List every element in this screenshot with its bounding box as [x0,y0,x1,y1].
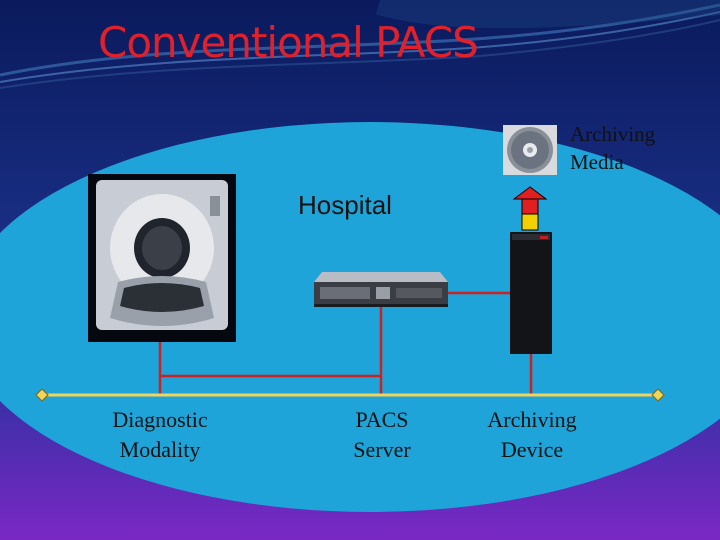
upload-arrow-icon [512,186,548,231]
archive-media-disc-image [503,125,557,175]
archive-label-line2: Device [500,437,564,462]
ct-scanner-image [88,174,236,342]
pacs-server-image [314,272,448,307]
network-backbone [35,388,665,402]
page-title: Conventional PACS [98,18,479,67]
media-label-line2: Media [570,150,624,174]
archiving-device-label: Archiving Device [472,405,592,465]
diagnostic-modality-label: Diagnostic Modality [100,405,220,465]
server-label-line1: PACS [355,407,409,432]
pacs-server-label: PACS Server [332,405,432,465]
media-label-line1: Archiving [570,122,656,146]
hospital-label: Hospital [298,190,392,220]
modality-label-line1: Diagnostic [112,407,208,432]
archiving-media-label: Archiving Media [570,120,655,176]
archive-tower-image [510,232,552,354]
connector-lines [158,291,533,395]
header-wave [0,0,720,89]
archive-label-line1: Archiving [487,407,577,432]
modality-label-line2: Modality [119,437,201,462]
server-label-line2: Server [353,437,411,462]
